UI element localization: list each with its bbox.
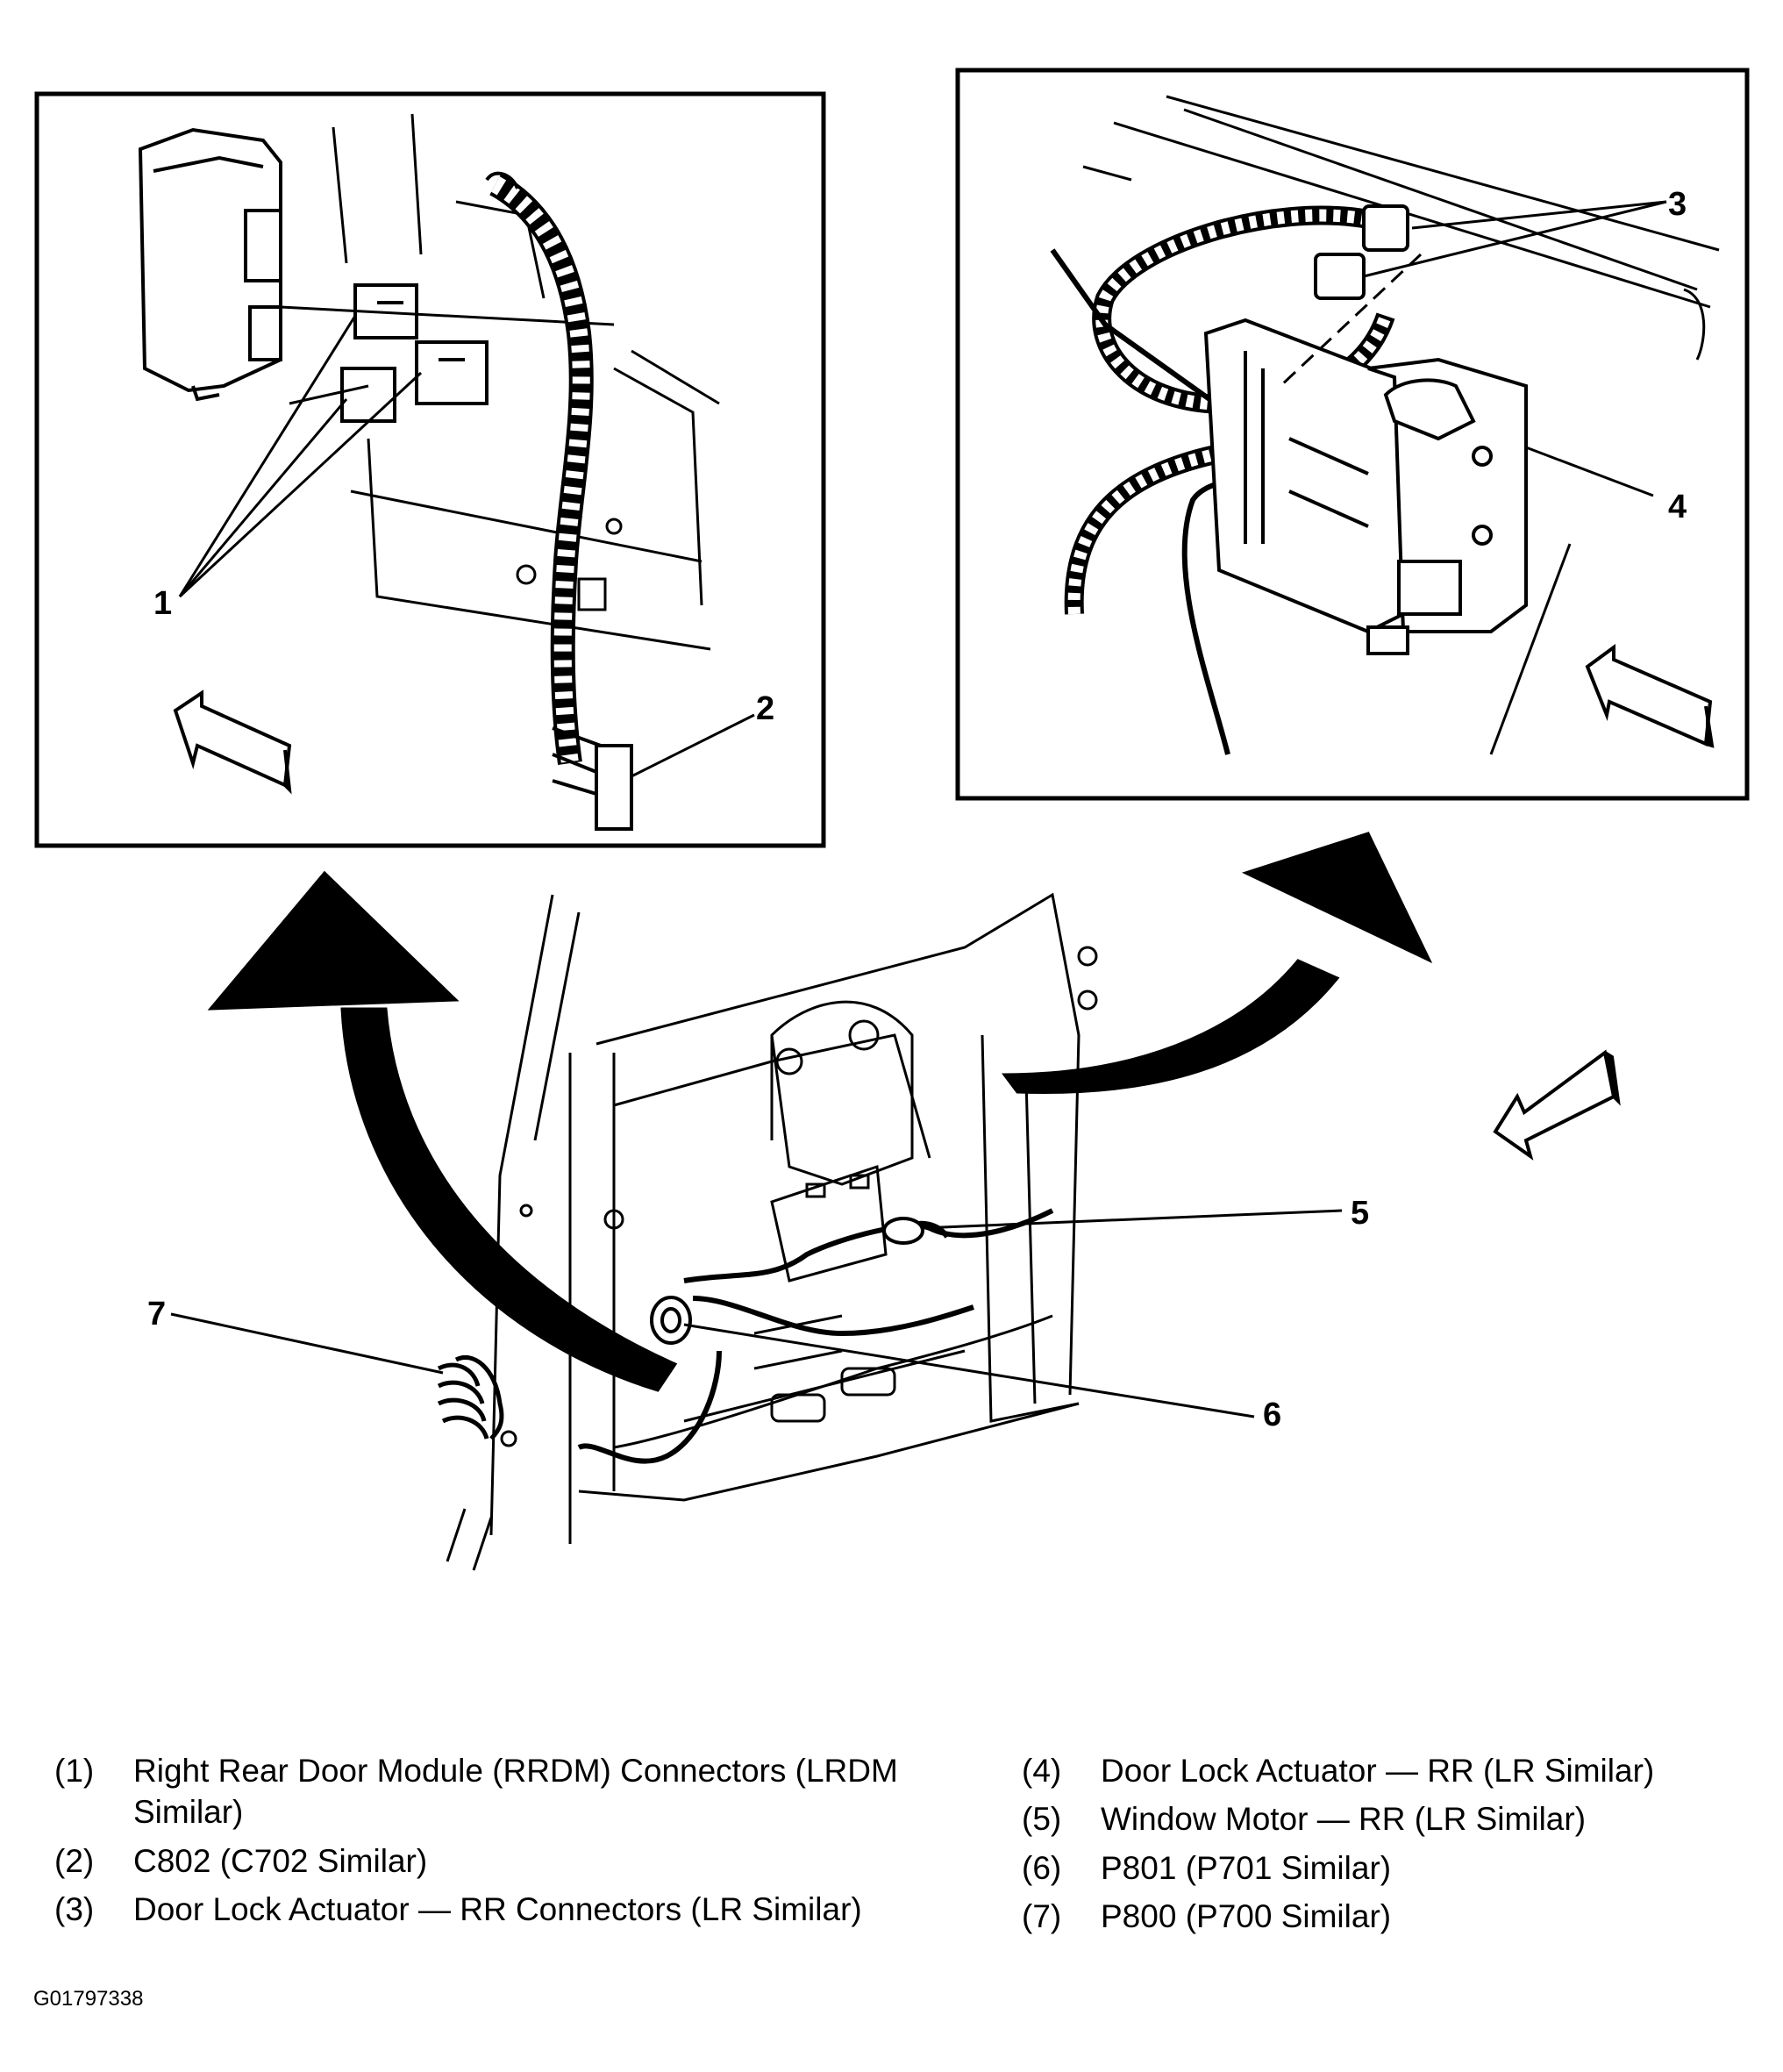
legend-text: P801 (P701 Similar) xyxy=(1101,1849,1392,1886)
door-module-body xyxy=(138,127,282,402)
legend-text: Door Lock Actuator — RR (LR Similar) xyxy=(1101,1753,1655,1789)
legend-item: (1) Right Rear Door Module (RRDM) Connec… xyxy=(54,1750,931,1833)
wire-harness-left xyxy=(485,171,594,765)
actuator-connectors xyxy=(1314,204,1409,300)
legend-number: (5) xyxy=(1022,1801,1062,1838)
legend-number: (1) xyxy=(54,1753,95,1789)
grommet-p801 xyxy=(650,1296,692,1345)
legend-text: Door Lock Actuator — RR Connectors (LR S… xyxy=(133,1891,862,1928)
legend-right-column: (4) Door Lock Actuator — RR (LR Similar)… xyxy=(1022,1750,1776,1944)
right-inset-frame xyxy=(955,68,1750,801)
legend-number: (2) xyxy=(54,1842,95,1879)
legend-text: P800 (P700 Similar) xyxy=(1101,1898,1392,1935)
left-zoom-arrow xyxy=(340,1007,678,1392)
door-wire-harness xyxy=(577,1208,1054,1464)
left-inset-module-connectors: 1 2 xyxy=(34,91,826,848)
legend-left-column: (1) Right Rear Door Module (RRDM) Connec… xyxy=(54,1750,931,1937)
window-motor-connector xyxy=(882,1217,924,1245)
rrdm-connectors xyxy=(340,283,489,423)
rear-door-assembly xyxy=(446,892,1098,1571)
leader-lines-1 xyxy=(178,315,755,778)
legend-item: (5) Window Motor — RR (LR Similar) xyxy=(1022,1798,1776,1840)
legend-text: C802 (C702 Similar) xyxy=(133,1842,428,1879)
legend-number: (6) xyxy=(1022,1849,1062,1886)
right-inset-lock-actuator: 3 4 xyxy=(955,68,1750,801)
zoom-arrows xyxy=(207,832,1433,1392)
left-door-panel-lines xyxy=(280,113,720,651)
callout-4: 4 xyxy=(1668,489,1687,525)
callout-7: 7 xyxy=(147,1296,166,1333)
legend-item: (6) P801 (P701 Similar) xyxy=(1022,1847,1776,1889)
legend-number: (4) xyxy=(1022,1753,1062,1789)
callout-3: 3 xyxy=(1668,186,1687,223)
right-view-arrow xyxy=(1585,644,1715,748)
door-wiring-diagram: 1 2 xyxy=(34,68,1750,1571)
leader-lines-3-4 xyxy=(1279,200,1667,497)
legend-item: (4) Door Lock Actuator — RR (LR Similar) xyxy=(1022,1750,1776,1791)
legend-number: (7) xyxy=(1022,1898,1062,1935)
leader-lines-5-6-7 xyxy=(170,1209,1343,1418)
legend-text: Window Motor — RR (LR Similar) xyxy=(1101,1801,1587,1838)
figure-id: G01797338 xyxy=(33,1987,144,2011)
callout-6: 6 xyxy=(1263,1397,1281,1433)
legend-text: Right Rear Door Module (RRDM) Connectors… xyxy=(133,1753,898,1831)
center-view-arrow xyxy=(1493,1049,1621,1161)
legend-item: (2) C802 (C702 Similar) xyxy=(54,1840,931,1882)
right-panel-lines xyxy=(1082,95,1720,755)
c802-connector xyxy=(552,726,633,831)
right-zoom-arrow xyxy=(1002,959,1340,1094)
left-view-arrow xyxy=(173,689,292,795)
legend-number: (3) xyxy=(54,1891,95,1928)
callout-5: 5 xyxy=(1351,1195,1369,1232)
left-inset-frame xyxy=(34,91,826,848)
callout-2: 2 xyxy=(756,690,774,727)
p800-bellows xyxy=(437,1355,504,1440)
door-lock-actuator xyxy=(1203,318,1528,655)
legend-item: (7) P800 (P700 Similar) xyxy=(1022,1896,1776,1937)
legend-item: (3) Door Lock Actuator — RR Connectors (… xyxy=(54,1889,931,1930)
callout-1: 1 xyxy=(153,585,172,622)
